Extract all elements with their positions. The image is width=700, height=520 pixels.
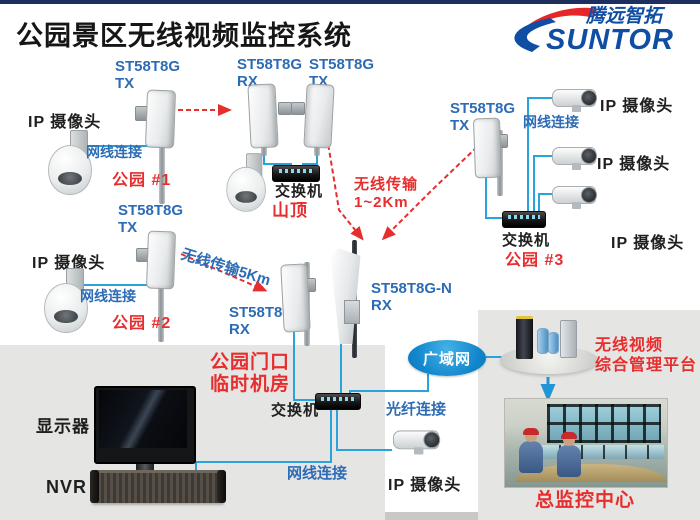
park1-link-label: 网线连接 xyxy=(86,144,142,160)
center-nrx-junction-box xyxy=(344,300,360,324)
server-tower-dark xyxy=(516,316,533,359)
park2-link-label: 网线连接 xyxy=(80,288,136,304)
control-room-image xyxy=(504,398,668,488)
park3-site-label: 公园 #3 xyxy=(505,252,565,269)
monitor-screen xyxy=(99,390,187,448)
park2-device-role: TX xyxy=(118,219,138,236)
center-room-line1: 公园门口 xyxy=(210,352,291,373)
platform-line1: 无线视频 xyxy=(595,337,664,354)
wan-cloud: 广域网 xyxy=(408,340,486,376)
center-rx-label: ST58T8G RX xyxy=(229,304,294,338)
logo-brand-cn: 腾远智拓 xyxy=(585,5,666,27)
park1-device-model: ST58T8G xyxy=(115,58,181,75)
bullet-foot xyxy=(572,202,581,209)
center-room-label: 公园门口 临时机房 xyxy=(210,352,290,396)
center-switch-label: 交换机 xyxy=(271,402,320,419)
park2-site-label: 公园 #2 xyxy=(112,315,172,332)
hilltop-bracket-left xyxy=(278,102,292,115)
bullet-lens xyxy=(423,431,441,449)
park2-panel-antenna-icon xyxy=(145,230,177,290)
center-nrx-label: ST58T8G-N RX xyxy=(371,280,452,314)
park2-antenna-pole xyxy=(158,242,164,342)
hilltop-dome-camera-icon xyxy=(226,153,267,212)
park3-bullet-camera-3-icon xyxy=(548,183,598,213)
hilltop-rx-model: ST58T8G xyxy=(237,56,303,73)
center-rx-model: ST58T8G xyxy=(229,304,295,321)
park3-panel-antenna-icon xyxy=(472,117,503,179)
dome-ball xyxy=(44,283,88,333)
hilltop-tx-model: ST58T8G xyxy=(309,56,375,73)
park3-camera-2-label: IP 摄像头 xyxy=(597,156,671,173)
monitor-label: 显示器 xyxy=(36,417,90,436)
wireless-links xyxy=(178,104,478,292)
park3-link-label: 网线连接 xyxy=(523,114,579,130)
park1-dome-camera-icon xyxy=(48,130,94,196)
wireless-1-2km-label: 无线传输 1~2Km xyxy=(354,176,418,212)
park3-device-model: ST58T8G xyxy=(450,100,516,117)
suntor-logo: 腾远智拓 SUNTOR xyxy=(514,5,674,56)
center-room-line2: 临时机房 xyxy=(210,374,291,395)
park2-device-label: ST58T8G TX xyxy=(118,202,183,236)
center-rx-role: RX xyxy=(229,321,250,338)
hilltop-tx-panel-antenna-icon xyxy=(303,83,335,149)
control-desk xyxy=(514,464,667,482)
park3-switch-label: 交换机 xyxy=(502,232,551,249)
nvr-icon xyxy=(90,470,226,503)
bullet-foot xyxy=(413,447,424,455)
park1-site-label: 公园 #1 xyxy=(112,172,172,189)
center-nrx-role: RX xyxy=(371,297,392,314)
top-accent-bar xyxy=(0,0,700,4)
wireless-1-2km-line2: 1~2Km xyxy=(354,194,409,211)
park3-switch-icon xyxy=(502,211,546,228)
park1-camera-label: IP 摄像头 xyxy=(28,114,102,131)
center-bullet-camera-icon xyxy=(389,427,442,459)
hilltop-switch-label: 交换机 xyxy=(275,183,324,200)
park1-device-label: ST58T8G TX xyxy=(115,58,180,92)
center-lan-label: 网线连接 xyxy=(287,465,348,482)
logo-swoosh-red xyxy=(524,7,598,29)
platform-label: 无线视频 综合管理平台 xyxy=(595,336,697,376)
hilltop-bracket-right xyxy=(291,102,305,115)
wireless-1-2km-line1: 无线传输 xyxy=(354,176,419,193)
park3-bullet-camera-2-icon xyxy=(548,144,598,174)
center-rx-panel-antenna-icon xyxy=(280,263,311,333)
park3-camera-1-label: IP 摄像头 xyxy=(600,98,674,115)
dome-ball xyxy=(48,145,92,195)
bullet-lens xyxy=(581,148,597,164)
logo-swoosh-blue xyxy=(514,18,556,52)
park3-device-role: TX xyxy=(450,117,470,134)
bullet-foot xyxy=(572,105,581,112)
park3-camera-3-label: IP 摄像头 xyxy=(611,235,685,252)
logo-brand-en: SUNTOR xyxy=(546,24,674,56)
operator-2 xyxy=(557,432,581,477)
park1-device-role: TX xyxy=(115,75,135,92)
hilltop-rx-panel-antenna-icon xyxy=(247,83,279,149)
dome-ball xyxy=(226,166,266,212)
hilltop-site-label: 山顶 xyxy=(272,201,308,220)
park2-device-model: ST58T8G xyxy=(118,202,184,219)
bullet-foot xyxy=(572,163,581,170)
center-nrx-model: ST58T8G-N xyxy=(371,280,452,297)
bullet-lens xyxy=(581,90,597,106)
center-switch-icon xyxy=(315,393,361,410)
platform-line2: 综合管理平台 xyxy=(595,357,698,374)
operator-1 xyxy=(519,428,543,473)
park1-antenna-pole xyxy=(159,96,165,204)
center-camera-label: IP 摄像头 xyxy=(388,477,462,494)
park3-bullet-camera-1-icon xyxy=(548,86,598,116)
park2-dome-camera-icon xyxy=(44,268,90,334)
bullet-lens xyxy=(581,187,597,203)
hilltop-switch-icon xyxy=(272,165,320,182)
nvr-label-text: NVR xyxy=(46,477,88,497)
park3-device-label: ST58T8G TX xyxy=(450,100,515,134)
server-cylinder-2 xyxy=(548,332,559,354)
center-fiber-label: 光纤连接 xyxy=(386,401,447,418)
page-title: 公园景区无线视频监控系统 xyxy=(16,21,352,51)
park1-panel-antenna-icon xyxy=(144,89,177,149)
park2-camera-label: IP 摄像头 xyxy=(32,255,106,272)
control-center-label: 总监控中心 xyxy=(534,490,635,511)
server-tower-light xyxy=(560,320,577,358)
